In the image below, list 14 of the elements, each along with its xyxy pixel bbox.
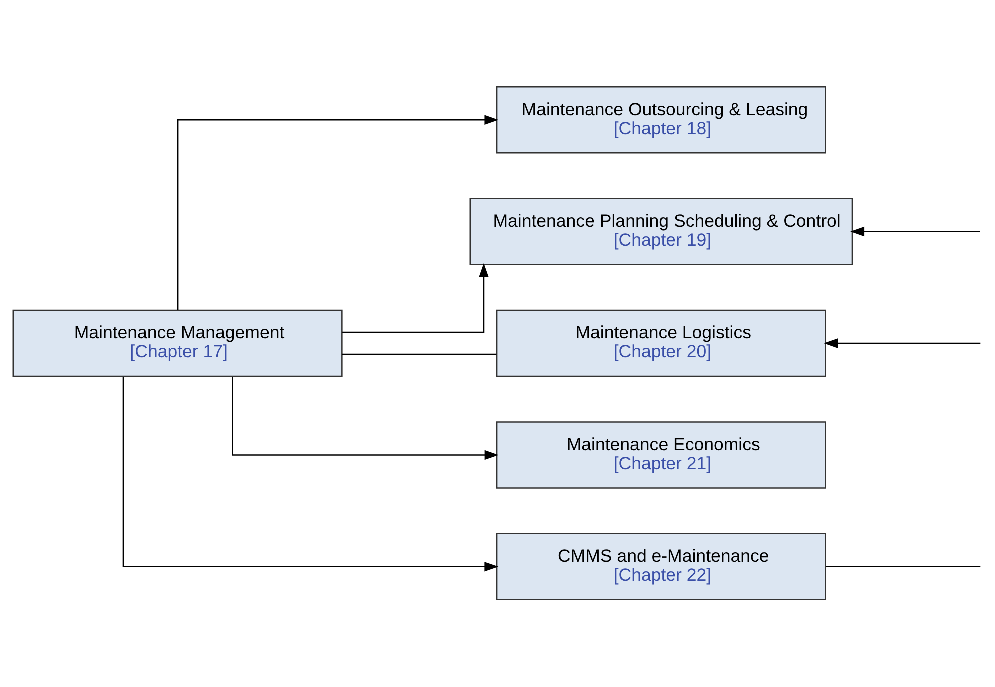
connector: [826, 566, 981, 568]
arrow: [824, 338, 981, 348]
node-box: Maintenance Logistics [Chapter 20]: [496, 310, 826, 378]
arrow: [122, 376, 499, 572]
arrow: [850, 226, 980, 237]
node-box: Maintenance Management [Chapter 17]: [12, 310, 343, 378]
node-box: Maintenance Planning Scheduling & Control [Chapter 19]: [470, 198, 854, 266]
arrow: [232, 377, 499, 460]
node-box: CMMS and e-Maintenance [Chapter 22]: [496, 533, 826, 601]
connector: [342, 354, 497, 356]
arrow: [342, 263, 489, 334]
node-box: Maintenance Economics [Chapter 21]: [496, 422, 826, 489]
node-box: Maintenance Outsourcing & Leasing [Chapter 18]: [496, 86, 826, 154]
arrow: [177, 115, 499, 310]
